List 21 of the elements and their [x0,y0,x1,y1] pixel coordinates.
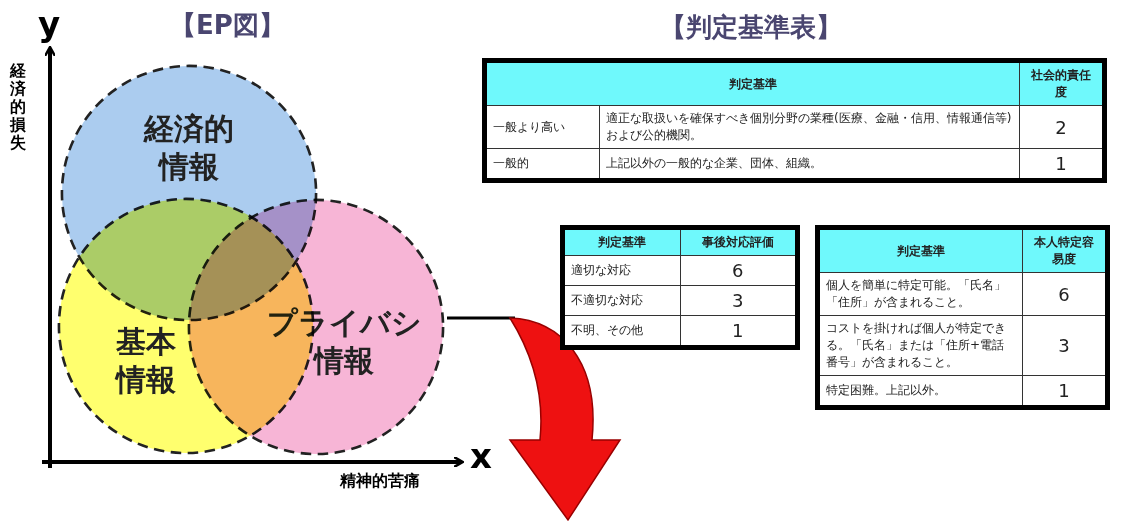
table-cell: 一般より高い [484,105,600,149]
table-heading: 【判定基準表】 [660,11,842,44]
header-cell: 本人特定容易度 [1022,227,1108,273]
axis-label: x [470,438,492,476]
header-cell: 事後対応評価 [680,227,798,256]
table-cell: 個人を簡単に特定可能。「氏名」「住所」が含まれること。 [817,272,1023,316]
axis-label: y [38,6,61,44]
header-cell: 判定基準 [562,227,680,256]
header-cell: 判定基準 [817,227,1023,273]
table-cell: 不適切な対応 [562,285,680,316]
table-cell: 適正な取扱いを確保すべき個別分野の業種(医療、金融・信用、情報通信等)および公的機関。 [599,105,1020,149]
table-cell: 適切な対応 [562,255,680,286]
circle-label: 基本情報 [114,323,177,399]
table-cell: コストを掛ければ個人が特定できる。「氏名」または「住所+電話番号」が含まれること。 [817,315,1023,376]
header-cell: 判定基準 [484,60,1020,106]
venn-circle [185,196,447,458]
circle-label: 経済的情報 [142,110,235,186]
axis-label: 精神的苦痛 [340,472,420,490]
diagram-heading: 【EP図】 [170,9,285,42]
header-cell: 社会的責任度 [1019,60,1105,106]
axis-label: 経済的損失 [10,62,27,152]
